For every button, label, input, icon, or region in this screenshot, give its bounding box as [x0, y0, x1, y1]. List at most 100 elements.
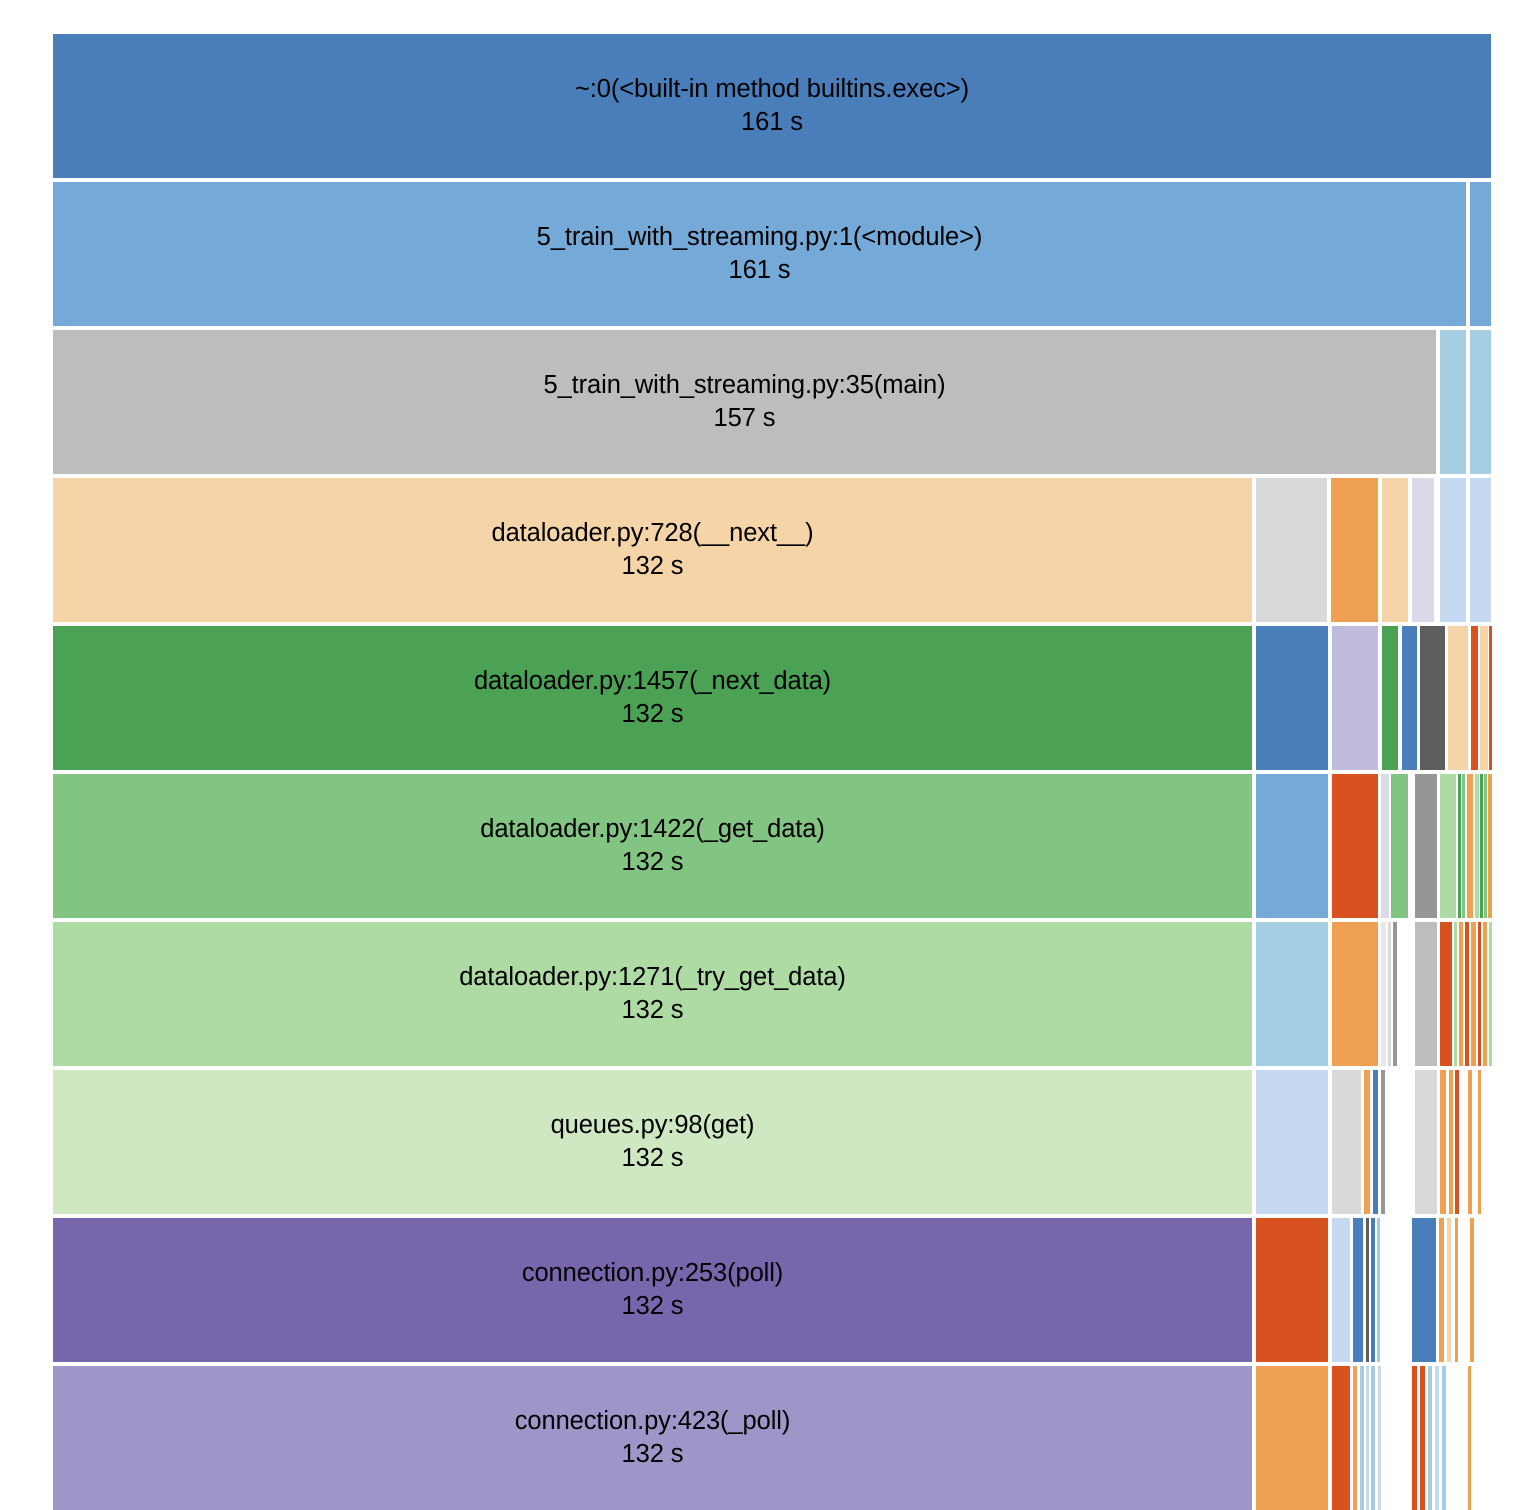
flamegraph-frame[interactable] [1256, 478, 1327, 622]
flamegraph-frame[interactable] [1256, 774, 1328, 918]
flamegraph-frame[interactable] [1360, 1366, 1364, 1510]
flamegraph-frame-labeled[interactable]: ~:0(<built-in method builtins.exec>)161 … [53, 34, 1491, 178]
flamegraph-frame[interactable] [1435, 1366, 1439, 1510]
flamegraph-frame[interactable] [1478, 922, 1481, 1066]
flamegraph-frame[interactable] [1332, 1070, 1361, 1214]
flamegraph-frame[interactable] [1256, 1366, 1328, 1510]
flamegraph-frame[interactable] [1420, 626, 1445, 770]
flamegraph-frame[interactable] [1440, 774, 1456, 918]
flamegraph-frame[interactable] [1412, 1366, 1417, 1510]
flamegraph-frame[interactable] [1468, 1366, 1471, 1510]
flamegraph-frame[interactable] [1442, 1366, 1446, 1510]
flamegraph-frame[interactable] [1465, 922, 1469, 1066]
flamegraph-frame[interactable] [1440, 330, 1466, 474]
flamegraph-frame[interactable] [1381, 774, 1389, 918]
flamegraph-frame[interactable] [1489, 922, 1492, 1066]
flamegraph-frame[interactable] [1455, 1070, 1459, 1214]
flamegraph-frame[interactable] [1373, 1070, 1378, 1214]
flamegraph-frame[interactable] [1332, 774, 1378, 918]
flamegraph-frame[interactable] [1382, 626, 1398, 770]
flamegraph-frame[interactable] [1440, 922, 1452, 1066]
flamegraph-frame-labeled[interactable]: connection.py:423(_poll)132 s [53, 1366, 1252, 1510]
frame-label: dataloader.py:728(__next__) [491, 518, 814, 547]
flamegraph-row-depth-7: queues.py:98(get)132 s [0, 1070, 1540, 1214]
flamegraph-frame[interactable] [1471, 922, 1476, 1066]
flamegraph-frame-labeled[interactable]: queues.py:98(get)132 s [53, 1070, 1252, 1214]
flamegraph-frame[interactable] [1470, 1218, 1474, 1362]
flamegraph-frame[interactable] [1475, 774, 1479, 918]
flamegraph-frame[interactable] [1471, 626, 1478, 770]
flamegraph-frame[interactable] [1489, 626, 1492, 770]
flamegraph-frame[interactable] [1371, 1366, 1375, 1510]
flamegraph-frame[interactable] [1332, 1218, 1350, 1362]
flamegraph-frame[interactable] [1470, 182, 1491, 326]
flamegraph-frame[interactable] [1440, 478, 1466, 622]
flamegraph-frame[interactable] [1448, 626, 1468, 770]
flamegraph-frame[interactable] [1440, 1070, 1446, 1214]
flamegraph-frame[interactable] [1458, 774, 1461, 918]
flamegraph-row-depth-8: connection.py:253(poll)132 s [0, 1218, 1540, 1362]
frame-label: dataloader.py:1271(_try_get_data) [459, 962, 846, 991]
flamegraph-frame[interactable] [1470, 330, 1491, 474]
flamegraph-frame[interactable] [1382, 478, 1408, 622]
flamegraph-frame-labeled[interactable]: 5_train_with_streaming.py:1(<module>)161… [53, 182, 1466, 326]
flamegraph-frame[interactable] [1439, 1218, 1444, 1362]
flamegraph-frame[interactable] [1381, 1070, 1385, 1214]
flamegraph-frame[interactable] [1415, 922, 1437, 1066]
flamegraph-frame[interactable] [1402, 626, 1417, 770]
flamegraph-frame[interactable] [1412, 1218, 1436, 1362]
flamegraph-frame[interactable] [1332, 922, 1378, 1066]
flamegraph-frame-labeled[interactable]: 5_train_with_streaming.py:35(main)157 s [53, 330, 1436, 474]
flamegraph-frame[interactable] [1332, 626, 1378, 770]
flamegraph-frame[interactable] [1366, 1366, 1369, 1510]
flamegraph-frame[interactable] [1468, 1070, 1472, 1214]
flamegraph-frame[interactable] [1420, 1366, 1425, 1510]
flamegraph-frame[interactable] [1462, 774, 1465, 918]
flamegraph-frame[interactable] [1371, 1218, 1375, 1362]
flamegraph-frame[interactable] [1378, 1366, 1381, 1510]
flamegraph-frame-labeled[interactable]: dataloader.py:728(__next__)132 s [53, 478, 1252, 622]
flamegraph-frame[interactable] [1393, 922, 1397, 1066]
flamegraph-frame[interactable] [1256, 626, 1328, 770]
flamegraph-frame[interactable] [1449, 1070, 1453, 1214]
flamegraph-frame[interactable] [1454, 922, 1457, 1066]
flamegraph-frame[interactable] [1353, 1218, 1363, 1362]
flamegraph-frame[interactable] [1428, 1366, 1432, 1510]
flamegraph-frame[interactable] [1388, 922, 1391, 1066]
flamegraph-frame[interactable] [1364, 1070, 1370, 1214]
flamegraph-frame-labeled[interactable]: dataloader.py:1457(_next_data)132 s [53, 626, 1252, 770]
flamegraph-row-depth-9: connection.py:423(_poll)132 s [0, 1366, 1540, 1510]
flamegraph-frame[interactable] [1412, 478, 1434, 622]
flamegraph-frame-labeled[interactable]: dataloader.py:1422(_get_data)132 s [53, 774, 1252, 918]
flamegraph-frame[interactable] [1483, 922, 1487, 1066]
flamegraph-frame[interactable] [1480, 626, 1488, 770]
flamegraph-frame[interactable] [1467, 774, 1473, 918]
flamegraph-frame[interactable] [1256, 922, 1328, 1066]
flamegraph-row-depth-1: 5_train_with_streaming.py:1(<module>)161… [0, 182, 1540, 326]
flamegraph-frame[interactable] [1415, 774, 1437, 918]
flamegraph-frame[interactable] [1377, 1218, 1380, 1362]
flamegraph-frame[interactable] [1366, 1218, 1369, 1362]
flamegraph-frame[interactable] [1470, 478, 1491, 622]
flamegraph-frame[interactable] [1455, 1218, 1458, 1362]
flamegraph-frame[interactable] [1478, 1070, 1481, 1214]
frame-value: 132 s [621, 1440, 684, 1468]
flamegraph-frame[interactable] [1447, 1218, 1451, 1362]
flamegraph-frame[interactable] [1381, 922, 1386, 1066]
flamegraph-frame[interactable] [1353, 1366, 1357, 1510]
flamegraph-frame[interactable] [1488, 774, 1492, 918]
flamegraph-frame[interactable] [1484, 774, 1487, 918]
flamegraph-frame-labeled[interactable]: connection.py:253(poll)132 s [53, 1218, 1252, 1362]
flamegraph-frame-labeled[interactable]: dataloader.py:1271(_try_get_data)132 s [53, 922, 1252, 1066]
flamegraph-frame[interactable] [1391, 774, 1408, 918]
flamegraph-frame[interactable] [1459, 922, 1463, 1066]
flamegraph-frame[interactable] [1332, 1366, 1350, 1510]
flamegraph-frame[interactable] [1415, 1070, 1437, 1214]
flamegraph-frame[interactable] [1480, 774, 1483, 918]
flamegraph-frame[interactable] [1256, 1218, 1328, 1362]
flamegraph-frame[interactable] [1331, 478, 1378, 622]
frame-label: ~:0(<built-in method builtins.exec>) [575, 74, 969, 103]
flamegraph-frame[interactable] [1256, 1070, 1328, 1214]
flamegraph-row-depth-4: dataloader.py:1457(_next_data)132 s [0, 626, 1540, 770]
